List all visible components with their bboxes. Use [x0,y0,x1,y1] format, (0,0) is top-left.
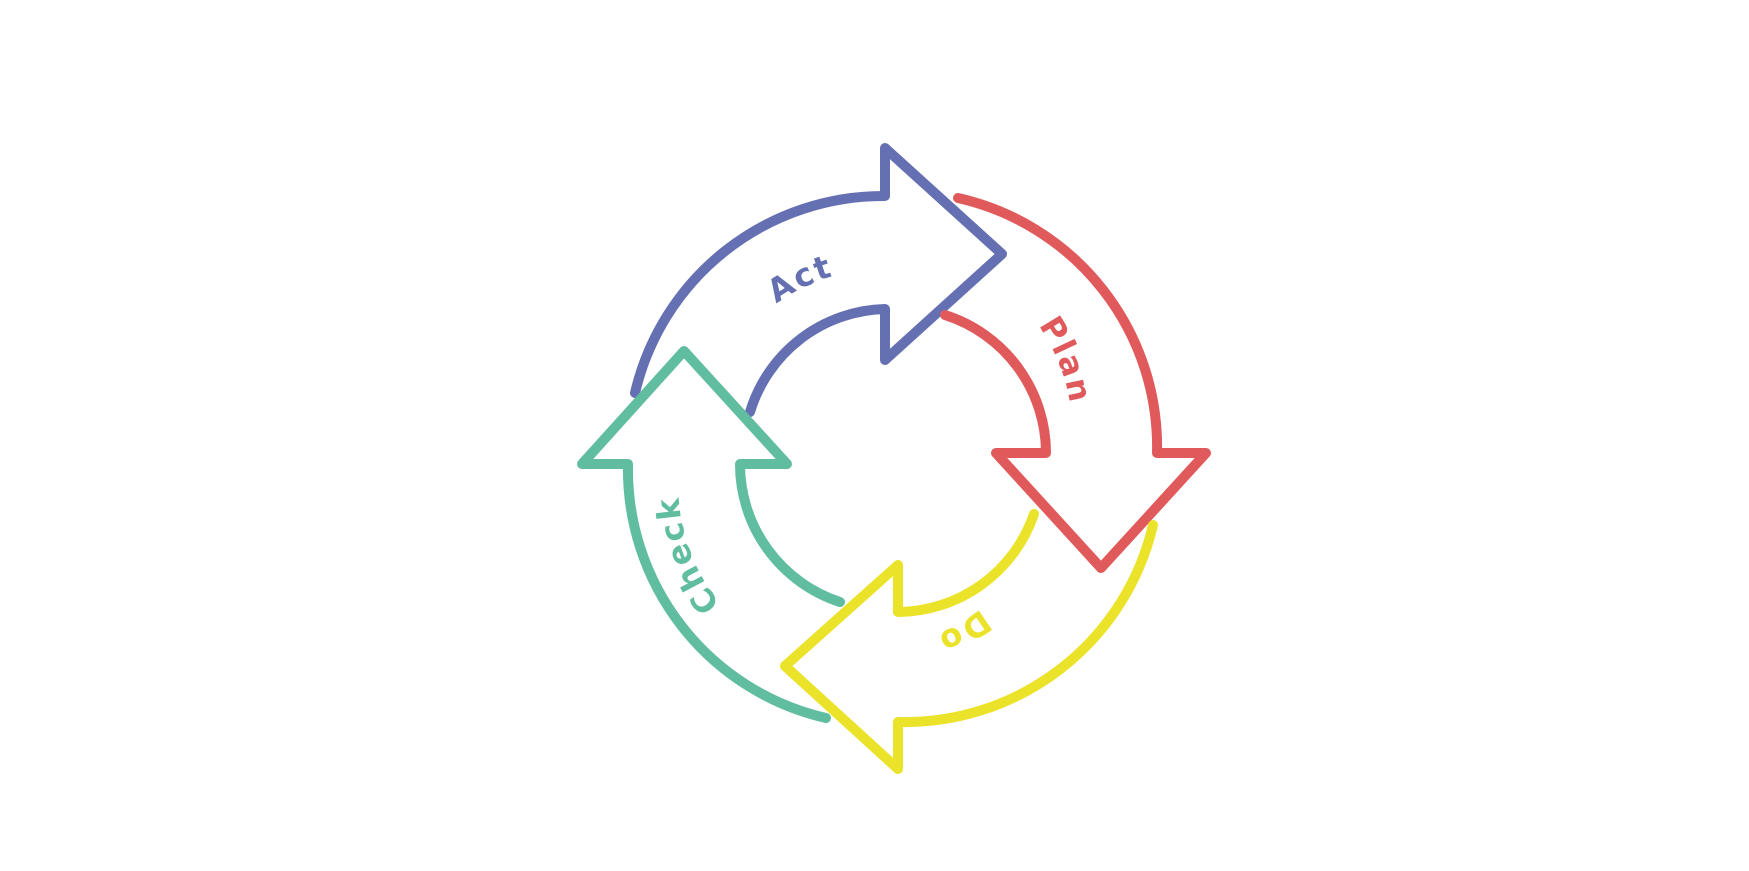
act-label: Act [760,247,837,310]
do-arrow-shape [780,509,1158,774]
do-arrow: Do [780,509,1158,774]
plan-arrow-shape [940,193,1211,573]
do-label: Do [932,602,998,662]
check-arrow-shape [577,346,845,723]
act-arrow: Act [630,143,1007,417]
act-arrow-shape [630,143,1007,417]
plan-label: Plan [1032,309,1100,406]
plan-arrow: Plan [940,193,1211,573]
check-arrow: Check [577,346,845,723]
